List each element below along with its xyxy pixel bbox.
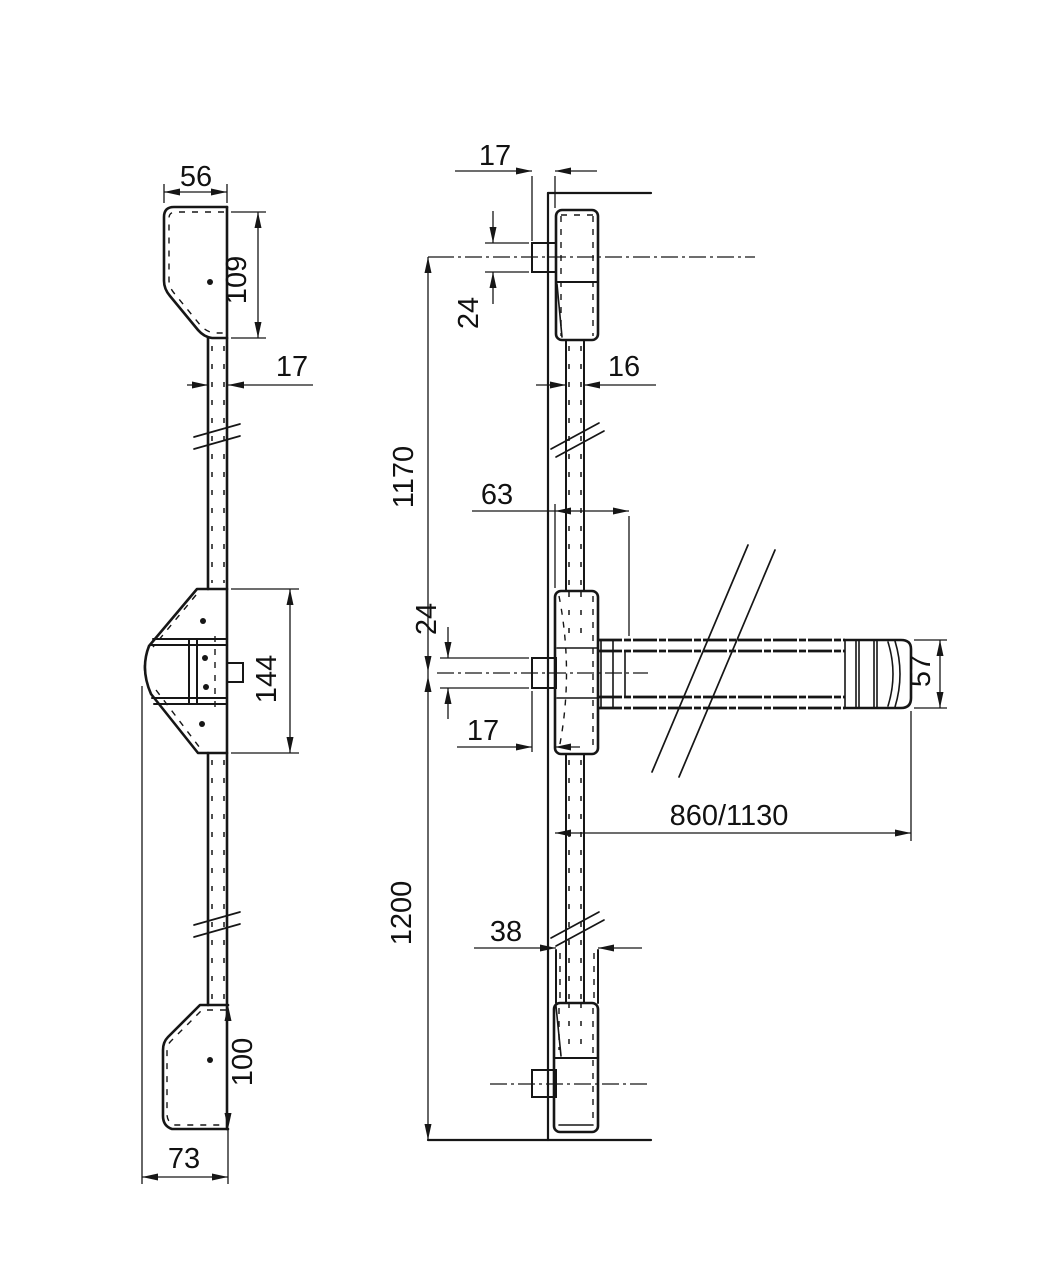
- dim-63-lines: [472, 504, 630, 636]
- top-housing-slant: [556, 283, 563, 338]
- top-housing-hidden: [560, 214, 594, 336]
- dim-24mid-lines: [440, 627, 529, 719]
- dim-109-lines: [231, 211, 266, 339]
- upper-rod-break: [550, 422, 605, 458]
- dim-24top-lines: [485, 211, 529, 304]
- dim-73-lines: [141, 686, 229, 1184]
- top-latch-housing: [554, 208, 600, 342]
- dim-mid-latch-throw: 17: [467, 715, 499, 747]
- push-bar-bracket: [600, 639, 626, 709]
- screw-hole: [207, 279, 213, 285]
- case-pivot: [188, 638, 198, 705]
- rod-into-bottom-hidden: [568, 1003, 582, 1053]
- lower-rod: [565, 754, 585, 1004]
- push-bar-break: [651, 544, 776, 778]
- dim-144-lines: [231, 588, 299, 754]
- screw-hole: [207, 1057, 213, 1063]
- center-case-side: [143, 587, 229, 755]
- rod-guide: [555, 949, 599, 1004]
- lower-rod-hidden: [568, 760, 582, 1000]
- dim-lower-span: 1200: [386, 881, 418, 946]
- front-view-dimensions: 17 24 16 1170 63 24 17 860/1130 57 38 12…: [386, 140, 947, 1140]
- dim-bar-length: 860/1130: [670, 800, 789, 832]
- dim-bar-offset: 63: [481, 479, 513, 511]
- dim-top-latch-throw: 17: [479, 140, 511, 172]
- dim-arrows-front: [424, 167, 944, 1140]
- bottom-end-cap-inner: [166, 1009, 226, 1126]
- spindle-knob: [227, 662, 244, 683]
- rod-guide-hidden: [559, 953, 595, 1000]
- lower-rod-break: [550, 911, 605, 947]
- dim-1170-1200-lines: [427, 256, 437, 1140]
- dim-860-lines: [555, 711, 912, 841]
- dim-guide-width: 38: [490, 916, 522, 948]
- side-view-dimensions: 56 109 17 144 100 73: [141, 161, 313, 1184]
- top-end-cap-inner: [168, 211, 224, 334]
- bottom-end-cap: [161, 1003, 230, 1131]
- bar-end-cap-curve: [887, 640, 901, 708]
- bar-end-cap: [843, 638, 913, 710]
- dim-bottom-cap-height: 100: [227, 1038, 259, 1086]
- top-end-cap: [162, 205, 229, 340]
- case-hole: [202, 655, 208, 661]
- dim-rod-thickness: 17: [276, 351, 308, 383]
- upper-rod: [565, 339, 585, 591]
- center-case-curve: [558, 595, 594, 750]
- case-hole: [203, 684, 209, 690]
- center-case-rails: [556, 647, 599, 699]
- bottom-latch-housing: [552, 1001, 600, 1134]
- dim-top-latch-height: 24: [453, 297, 485, 329]
- dim-depth: 73: [168, 1143, 200, 1175]
- dim-bar-height: 57: [905, 655, 937, 687]
- push-bar: [598, 638, 845, 710]
- break-mark-lower: [193, 911, 241, 938]
- case-hole: [200, 618, 206, 624]
- break-mark-upper: [193, 423, 241, 450]
- dim-cap-height: 109: [221, 256, 253, 304]
- bottom-housing-slant: [555, 1005, 562, 1057]
- front-view: 17 24 16 1170 63 24 17 860/1130 57 38 12…: [386, 140, 947, 1142]
- bar-end-cap-joints: [844, 639, 878, 709]
- upper-rod-hidden: [568, 346, 582, 585]
- bottom-housing-hidden: [558, 1008, 594, 1122]
- dim-mid-latch-height: 24: [411, 603, 443, 635]
- rod-into-case-hidden: [568, 592, 582, 646]
- case-hole: [199, 721, 205, 727]
- dim-17top-lines: [455, 170, 597, 241]
- dim-case-height: 144: [251, 655, 283, 703]
- dim-upper-span: 1170: [388, 446, 420, 508]
- dim-cap-width: 56: [180, 161, 212, 193]
- side-view: 56 109 17 144 100 73: [141, 161, 313, 1184]
- dim-rod-width: 16: [608, 351, 640, 383]
